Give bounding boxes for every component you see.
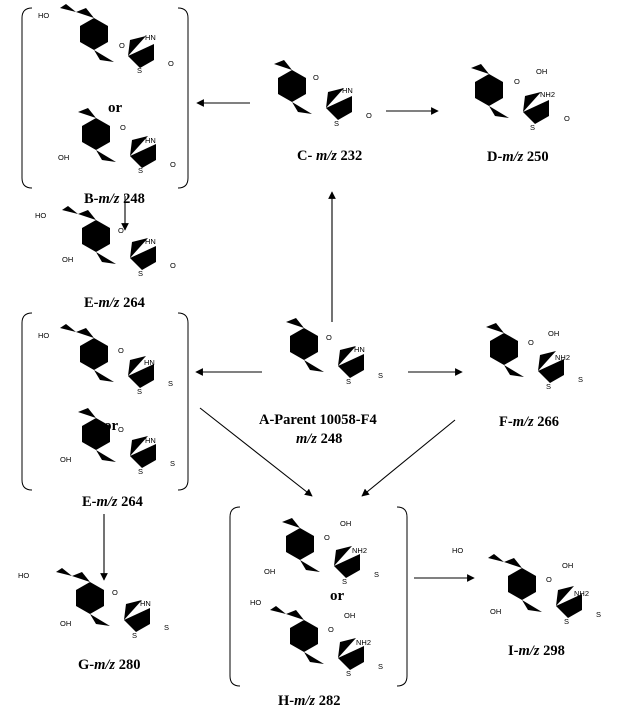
atom-nh2: NH2 xyxy=(356,638,371,647)
atom-o: O xyxy=(528,338,534,347)
atom-ho: HO xyxy=(452,546,463,555)
atom-o: O xyxy=(120,123,126,132)
atom-s: S xyxy=(164,623,169,632)
atom-hn: HN xyxy=(145,237,156,246)
label-g: G-m/z 280 xyxy=(78,657,140,673)
atom-hn: HN xyxy=(140,599,151,608)
atom-hn: HN xyxy=(342,86,353,95)
atom-s: S xyxy=(378,371,383,380)
atom-o: O xyxy=(168,59,174,68)
atom-hn: HN xyxy=(354,345,365,354)
label-b: B-m/z 248 xyxy=(84,191,145,207)
label-h: H-m/z 282 xyxy=(278,693,340,709)
atom-s: S xyxy=(170,459,175,468)
atom-nh2: NH2 xyxy=(352,546,367,555)
or-label: or xyxy=(108,100,123,116)
atom-o: O xyxy=(324,533,330,542)
atom-s: S xyxy=(137,387,142,396)
atom-oh: OH xyxy=(548,329,559,338)
atom-oh: OH xyxy=(340,519,351,528)
atom-nh2: NH2 xyxy=(540,90,555,99)
label-a: A-Parent 10058-F4 xyxy=(259,412,377,428)
atom-ho: HO xyxy=(18,571,29,580)
atom-oh: OH xyxy=(60,619,71,628)
atom-oh: OH xyxy=(58,153,69,162)
atom-s: S xyxy=(530,123,535,132)
atom-o: O xyxy=(112,588,118,597)
atom-s: S xyxy=(334,119,339,128)
atom-o: O xyxy=(170,160,176,169)
atom-s: S xyxy=(346,377,351,386)
atom-ho: HO xyxy=(38,331,49,340)
label-d: D-m/z 250 xyxy=(487,149,549,165)
bracket-e-left xyxy=(21,312,33,491)
atom-hn: HN xyxy=(145,436,156,445)
or-label: or xyxy=(330,588,345,604)
label-e-top: E-m/z 264 xyxy=(84,295,145,311)
atom-oh: OH xyxy=(562,561,573,570)
atom-s: S xyxy=(346,669,351,678)
atom-o: O xyxy=(119,41,125,50)
structure-i xyxy=(488,554,594,618)
atom-oh: OH xyxy=(264,567,275,576)
atom-s: S xyxy=(546,382,551,391)
atom-o: O xyxy=(118,226,124,235)
atom-s: S xyxy=(168,379,173,388)
bracket-h-right xyxy=(396,506,408,687)
atom-s: S xyxy=(138,269,143,278)
atom-s: S xyxy=(137,66,142,75)
atom-o: O xyxy=(546,575,552,584)
atom-hn: HN xyxy=(145,33,156,42)
atom-s: S xyxy=(564,617,569,626)
atom-o: O xyxy=(328,625,334,634)
atom-s: S xyxy=(132,631,137,640)
arrow-a-to-h xyxy=(199,407,313,497)
atom-hn: HN xyxy=(145,136,156,145)
atom-nh2: NH2 xyxy=(574,589,589,598)
atom-s: S xyxy=(578,375,583,384)
atom-s: S xyxy=(342,577,347,586)
bracket-h-left xyxy=(229,506,241,687)
atom-o: O xyxy=(366,111,372,120)
atom-s: S xyxy=(138,166,143,175)
bracket-b-right xyxy=(177,7,189,189)
atom-s: S xyxy=(374,570,379,579)
atom-oh: OH xyxy=(490,607,501,616)
atom-oh: OH xyxy=(62,255,73,264)
atom-hn: HN xyxy=(144,358,155,367)
label-a-mz: m/z 248 xyxy=(296,431,342,447)
atom-o: O xyxy=(118,425,124,434)
atom-oh: OH xyxy=(536,67,547,76)
label-f: F-m/z 266 xyxy=(499,414,559,430)
bracket-b-left xyxy=(21,7,33,189)
atom-o: O xyxy=(326,333,332,342)
label-e-bracket: E-m/z 264 xyxy=(82,494,143,510)
atom-o: O xyxy=(514,77,520,86)
atom-o: O xyxy=(118,346,124,355)
atom-oh: OH xyxy=(60,455,71,464)
structure-e1 xyxy=(60,324,166,388)
atom-ho: HO xyxy=(35,211,46,220)
atom-s: S xyxy=(138,467,143,476)
atom-o: O xyxy=(564,114,570,123)
atom-ho: HO xyxy=(38,11,49,20)
atom-o: O xyxy=(313,73,319,82)
atom-nh2: NH2 xyxy=(555,353,570,362)
atom-ho: HO xyxy=(250,598,261,607)
arrow-f-to-h xyxy=(361,419,456,497)
atom-o: O xyxy=(170,261,176,270)
atom-s: S xyxy=(378,662,383,671)
atom-oh: OH xyxy=(344,611,355,620)
atom-s: S xyxy=(596,610,601,619)
bracket-e-right xyxy=(177,312,189,491)
label-c: C- m/z 232 xyxy=(297,148,362,164)
label-i: I-m/z 298 xyxy=(508,643,565,659)
